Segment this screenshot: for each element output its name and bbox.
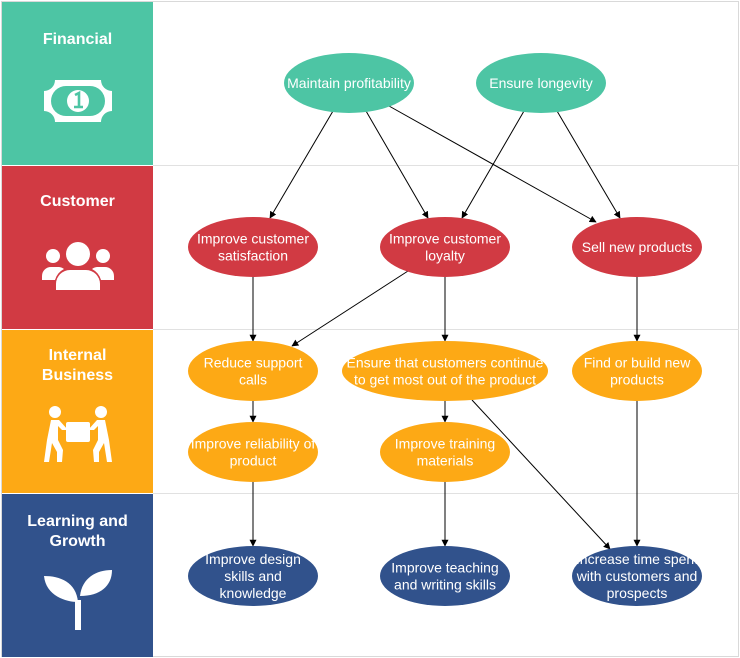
objective-ellipse — [572, 341, 702, 401]
objective-label: Improve reliability of — [191, 436, 316, 452]
objective-node[interactable]: Ensure longevity — [476, 53, 606, 113]
objective-label: Improve customer — [389, 231, 501, 247]
band-learning-and-growth: Learning and Growth — [2, 494, 153, 657]
objective-label: loyalty — [425, 248, 465, 264]
objective-ellipse — [380, 422, 510, 482]
objective-ellipse — [188, 217, 318, 277]
objective-label: skills and — [224, 568, 282, 584]
people-carrying-box-icon — [2, 404, 153, 469]
sprout-icon — [2, 568, 153, 637]
lane-divider — [153, 165, 739, 166]
objective-ellipse — [342, 341, 548, 401]
lane-divider — [153, 493, 739, 494]
connector-arrow — [269, 110, 334, 219]
objective-label: Reduce support — [204, 355, 303, 371]
money-bill-icon — [2, 78, 153, 129]
objective-label: satisfaction — [218, 248, 288, 264]
band-financial: Financial — [2, 2, 153, 165]
objective-label: knowledge — [220, 585, 287, 601]
objective-label: to get most out of the product — [354, 372, 536, 388]
objective-label: Improve teaching — [391, 560, 498, 576]
objective-label: Sell new products — [582, 239, 693, 255]
connector-arrow — [471, 399, 611, 550]
objective-ellipse — [188, 341, 318, 401]
objective-ellipse — [380, 217, 510, 277]
objective-label: Improve design — [205, 551, 301, 567]
objective-label: products — [610, 372, 664, 388]
connector-arrow — [388, 105, 597, 223]
objective-label: Ensure that customers continue — [347, 355, 544, 371]
connector-arrow — [291, 270, 409, 347]
band-customer: Customer — [2, 166, 153, 329]
band-title-financial: Financial — [42, 31, 113, 48]
band-internal-business: Internal Business — [2, 330, 153, 493]
objective-label: and writing skills — [394, 577, 496, 593]
objective-ellipse — [572, 217, 702, 277]
objective-ellipse — [188, 422, 318, 482]
band-title-internal-business: Internal Business — [41, 347, 114, 384]
objective-label: calls — [239, 372, 267, 388]
objective-label: Find or build new — [584, 355, 692, 371]
objective-label: product — [230, 453, 277, 469]
objective-label: Increase time spent — [576, 551, 698, 567]
objective-ellipse — [380, 546, 510, 606]
objective-ellipse — [476, 53, 606, 113]
objective-ellipse — [188, 546, 318, 606]
objective-label: Improve training — [395, 436, 495, 452]
objective-label: Ensure longevity — [489, 75, 593, 91]
band-title-learning-and-growth: Learning and Growth — [27, 513, 128, 550]
objective-label: Maintain profitability — [287, 75, 411, 91]
objective-node[interactable]: Maintain profitability — [284, 53, 414, 113]
objective-label: with customers and — [576, 568, 698, 584]
objective-ellipse — [572, 546, 702, 606]
objective-node[interactable]: Sell new products — [572, 217, 702, 277]
users-group-icon — [2, 240, 153, 297]
objective-ellipse — [284, 53, 414, 113]
connector-arrow — [556, 110, 621, 219]
objective-label: Improve customer — [197, 231, 309, 247]
objective-label: prospects — [607, 585, 668, 601]
objective-label: materials — [417, 453, 474, 469]
lane-divider — [153, 329, 739, 330]
connector-arrow — [365, 110, 429, 219]
band-title-customer: Customer — [40, 193, 115, 210]
connector-arrow — [461, 110, 525, 219]
